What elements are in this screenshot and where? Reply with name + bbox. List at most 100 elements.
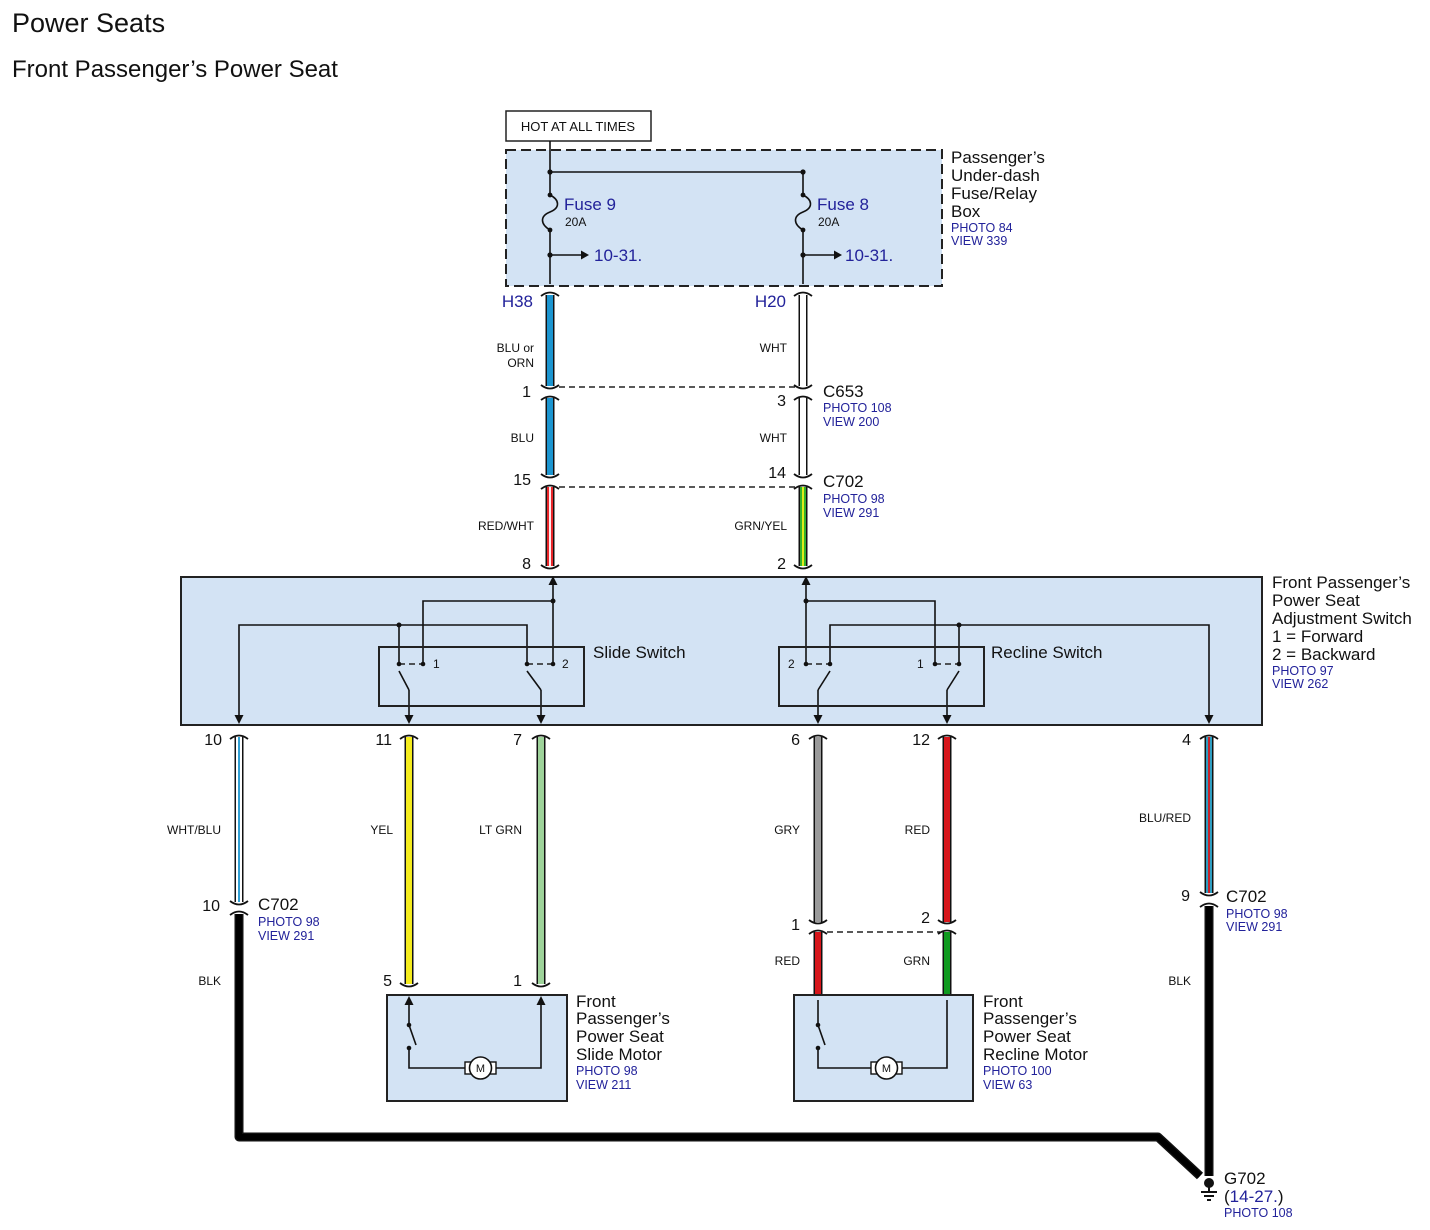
hot-at-all-times-box — [505, 110, 652, 142]
fuse-box-name-1: Passenger’s — [951, 148, 1045, 167]
fuse-9-name: Fuse 9 — [564, 195, 616, 214]
fuse-box-photo[interactable]: PHOTO 84 — [951, 221, 1013, 235]
switch-arrows — [234, 576, 1214, 724]
wire-label-p11: YEL — [370, 823, 393, 837]
slide-pos-2: 2 — [562, 657, 569, 671]
connector-cap — [229, 900, 249, 906]
arrow-up-icon — [404, 996, 414, 1005]
recline-motor-symbol: M — [882, 1063, 891, 1075]
c702-top-pin-left: 15 — [513, 472, 531, 489]
fuse-9-symbol — [541, 194, 559, 231]
fuse-box-name-3: Fuse/Relay — [951, 184, 1037, 203]
slide-pos-1: 1 — [433, 657, 440, 671]
c702-right-name: C702 — [1226, 887, 1267, 906]
switch-pin-8: 8 — [522, 556, 531, 573]
wire-label-h20-2: WHT — [760, 431, 788, 445]
c702-right-view[interactable]: VIEW 291 — [1226, 920, 1282, 934]
fuse-box-view[interactable]: VIEW 339 — [951, 234, 1007, 248]
connector-cap — [540, 564, 560, 570]
recline-motor-name-3: Power Seat — [983, 1027, 1071, 1046]
arrow-up-icon — [548, 576, 558, 585]
connector-cap — [540, 384, 560, 390]
connector-cap — [540, 484, 560, 490]
slide-motor-icon: M — [464, 1056, 497, 1080]
fuse-9-xref[interactable]: 10-31. — [594, 246, 642, 265]
connector-cap — [531, 734, 551, 740]
c702-top-view[interactable]: VIEW 291 — [823, 506, 879, 520]
recline-motor-icon: M — [870, 1056, 903, 1080]
switch-name-3: Adjustment Switch — [1272, 609, 1412, 628]
connector-cap — [937, 929, 957, 935]
c702-top-name: C702 — [823, 472, 864, 491]
slide-motor-symbol: M — [476, 1063, 485, 1075]
connector-cap — [937, 919, 957, 925]
c653-view[interactable]: VIEW 200 — [823, 415, 879, 429]
page-subtitle: Front Passenger’s Power Seat — [12, 56, 338, 83]
wire-label-p12: RED — [905, 823, 931, 837]
recline-motor-name-1: Front — [983, 992, 1023, 1011]
wire-label-h38-1a: BLU or — [497, 341, 534, 355]
slide-motor-name-4: Slide Motor — [576, 1045, 662, 1064]
connector-cap — [399, 734, 419, 740]
arrow-down-icon — [234, 715, 244, 724]
slide-motor-pin-1: 1 — [513, 973, 522, 990]
connector-cap — [229, 910, 249, 916]
connector-cap — [793, 484, 813, 490]
switch-view[interactable]: VIEW 262 — [1272, 677, 1328, 691]
connector-cap — [399, 982, 419, 988]
recline-motor-photo[interactable]: PHOTO 100 — [983, 1064, 1052, 1078]
fuse-8-symbol — [794, 194, 812, 231]
connector-cap — [540, 291, 560, 297]
slide-motor-name-3: Power Seat — [576, 1027, 664, 1046]
connector-cap — [793, 473, 813, 479]
recline-motor-box — [793, 994, 974, 1102]
c702-left-view[interactable]: VIEW 291 — [258, 929, 314, 943]
slide-motor-photo[interactable]: PHOTO 98 — [576, 1064, 638, 1078]
connector-cap — [531, 982, 551, 988]
c653-pin-right: 3 — [777, 393, 786, 410]
ground-xref-open: ( — [1224, 1187, 1230, 1206]
wire-label-h20-3: GRN/YEL — [734, 519, 787, 533]
fuse-8-name: Fuse 8 — [817, 195, 869, 214]
recline-pos-1: 1 — [917, 657, 924, 671]
c702-right-pin: 9 — [1181, 888, 1190, 905]
ground-photo[interactable]: PHOTO 108 — [1224, 1206, 1293, 1220]
arrow-right-icon — [581, 250, 589, 260]
connector-cap — [1199, 734, 1219, 740]
recline-motor-view[interactable]: VIEW 63 — [983, 1078, 1032, 1092]
terminal-h38: H38 — [502, 292, 533, 311]
arrow-down-icon — [942, 715, 952, 724]
connector-cap — [229, 734, 249, 740]
c702-top-photo[interactable]: PHOTO 98 — [823, 492, 885, 506]
fuse-8-xref[interactable]: 10-31. — [845, 246, 893, 265]
slide-motor-view[interactable]: VIEW 211 — [576, 1078, 631, 1092]
wire-label-h38-1b: ORN — [507, 356, 534, 370]
wire-label-left-gnd: BLK — [198, 974, 221, 988]
ground-xref[interactable]: 14-27. — [1230, 1187, 1278, 1206]
c702-right-photo[interactable]: PHOTO 98 — [1226, 907, 1288, 921]
recline-pos-2: 2 — [788, 657, 795, 671]
connector-cap — [793, 291, 813, 297]
connector-cap — [808, 929, 828, 935]
switch-pin-6: 6 — [791, 732, 800, 749]
arrow-down-icon — [813, 715, 823, 724]
c702-left-photo[interactable]: PHOTO 98 — [258, 915, 320, 929]
c702-left-name: C702 — [258, 895, 299, 914]
c653-photo[interactable]: PHOTO 108 — [823, 401, 892, 415]
switch-pin-10: 10 — [204, 732, 222, 749]
wire-ground-left — [234, 914, 1204, 1180]
ground-xref-close: ) — [1278, 1187, 1284, 1206]
c702-left-pin: 10 — [202, 898, 220, 915]
ground-icon — [1201, 1178, 1217, 1201]
switch-photo[interactable]: PHOTO 97 — [1272, 664, 1334, 678]
switch-name-4: 1 = Forward — [1272, 627, 1363, 646]
connector-cap — [1199, 891, 1219, 897]
switch-pin-2: 2 — [777, 556, 786, 573]
switch-pin-7: 7 — [513, 732, 522, 749]
terminal-h20: H20 — [755, 292, 786, 311]
recline-motor-name-2: Passenger’s — [983, 1009, 1077, 1028]
slide-motor-box — [386, 994, 568, 1102]
wire-label-p4: BLU/RED — [1139, 811, 1191, 825]
wire-label-p7: LT GRN — [479, 823, 522, 837]
switch-name-2: Power Seat — [1272, 591, 1360, 610]
